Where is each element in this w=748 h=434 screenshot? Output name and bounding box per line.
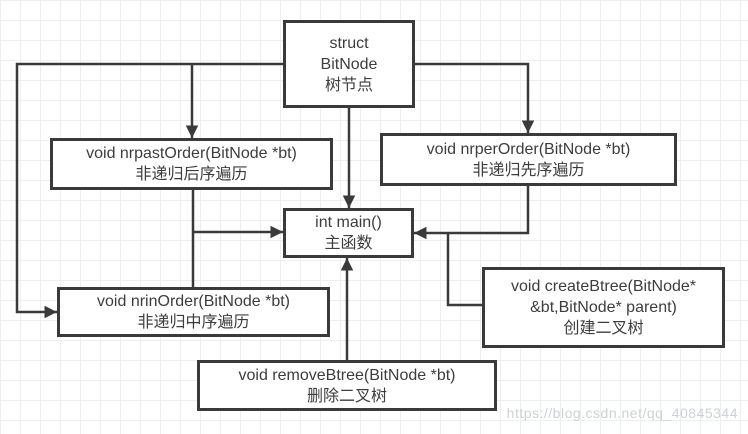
edge-struct-to-nrinorder <box>15 62 283 319</box>
node-nrinorder: void nrinOrder(BitNode *bt) 非递归中序遍历 <box>57 287 330 337</box>
edge-struct-to-nrperorder <box>415 62 535 133</box>
node-removebtree: void removeBtree(BitNode *bt) 删除二叉树 <box>197 360 497 411</box>
node-line: &bt,BitNode* parent) <box>530 299 677 316</box>
node-createbtree: void createBtree(BitNode* &bt,BitNode* p… <box>482 267 725 348</box>
edge-createbtree-to-junction <box>446 233 482 307</box>
node-line: void createBtree(BitNode* <box>511 278 696 295</box>
node-nrpastorder: void nrpastOrder(BitNode *bt) 非递归后序遍历 <box>50 138 333 190</box>
node-line: 非递归先序遍历 <box>472 161 585 179</box>
node-struct-bitnode: struct BitNode 树节点 <box>283 20 415 108</box>
node-main: int main() 主函数 <box>283 208 414 258</box>
node-line: 树节点 <box>324 76 373 94</box>
node-line: 非递归后序遍历 <box>135 166 248 183</box>
node-line: int main() <box>315 214 382 231</box>
node-line: void nrpastOrder(BitNode *bt) <box>86 145 297 162</box>
node-line: 删除二叉树 <box>306 387 387 405</box>
node-line: 主函数 <box>324 235 373 252</box>
node-line: void removeBtree(BitNode *bt) <box>238 366 456 384</box>
node-line: 非递归中序遍历 <box>137 314 250 331</box>
node-line: void nrinOrder(BitNode *bt) <box>97 293 290 310</box>
edge-nrperorder-to-main-right <box>414 186 530 240</box>
node-nrperorder: void nrperOrder(BitNode *bt) 非递归先序遍历 <box>380 133 677 186</box>
node-line: 创建二叉树 <box>563 320 644 337</box>
node-line: struct <box>329 34 369 52</box>
node-line: void nrperOrder(BitNode *bt) <box>426 140 631 158</box>
node-line: BitNode <box>320 55 378 73</box>
